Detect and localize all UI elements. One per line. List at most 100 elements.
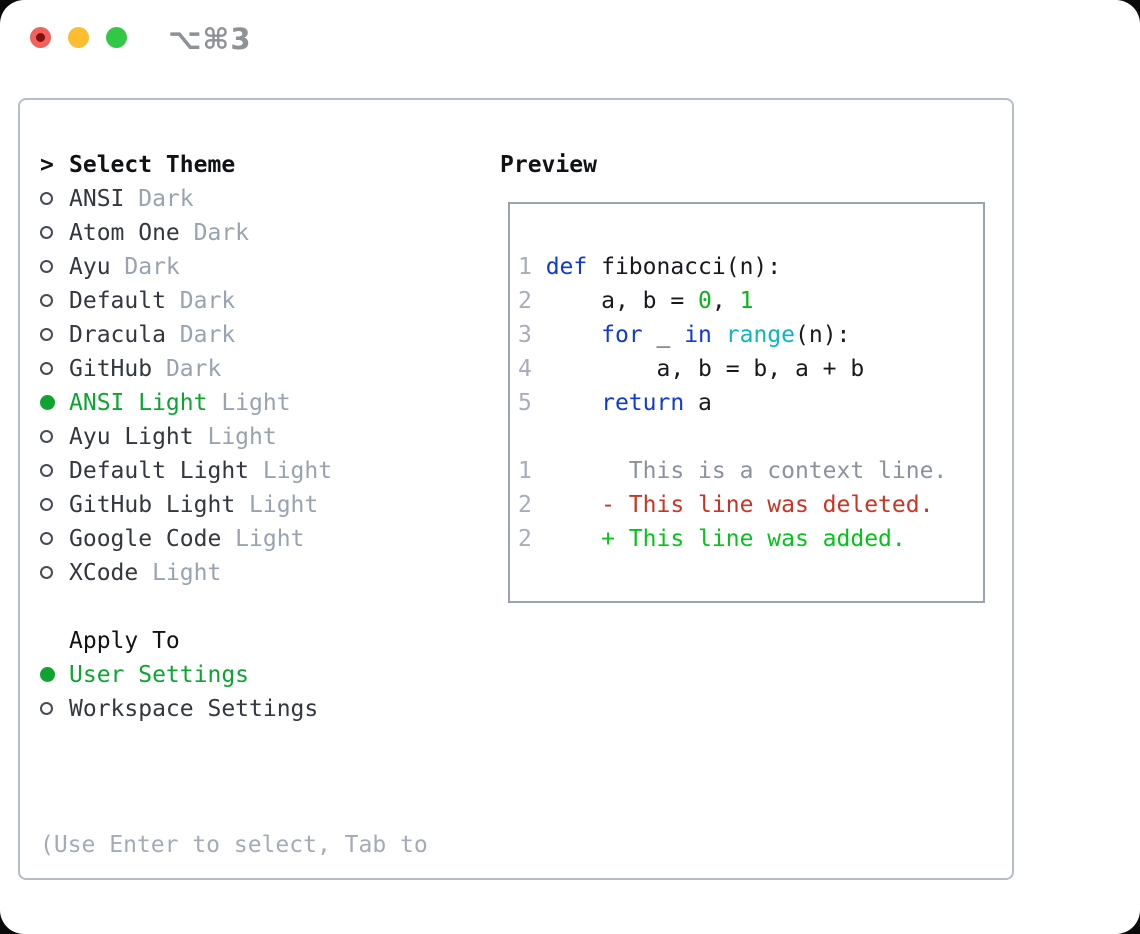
option-variant-tag: Light [193,424,277,450]
apply-to-option[interactable]: User Settings [40,658,490,692]
radio-unselected-icon [40,226,53,239]
theme-option[interactable]: ANSI Dark [40,182,490,216]
line-number: 1 [518,458,532,484]
code-segment: in [684,322,712,348]
code-segment: 1 [739,288,754,314]
line-number [518,420,532,454]
theme-option[interactable]: Ayu Light Light [40,420,490,454]
code-line: 5 return a [518,386,983,420]
line-number: 4 [518,356,532,382]
option-label: ANSI [69,186,125,212]
code-segment [546,390,601,416]
theme-option[interactable]: XCode Light [40,556,490,590]
option-variant-tag: Dark [179,220,250,246]
radio-unselected-icon [40,566,53,579]
radio-unselected-icon [40,362,53,375]
option-label: Ayu Light [69,424,194,450]
code-line: 2 + This line was added. [518,522,983,556]
minimize-button[interactable] [68,27,89,48]
code-segment: a, b = b, a + b [545,356,865,382]
code-line: 2 - This line was deleted. [518,488,983,522]
line-number: 2 [518,526,532,552]
close-button[interactable] [30,27,51,48]
code-line [518,420,983,454]
theme-option[interactable]: Ayu Dark [40,250,490,284]
radio-selected-icon [40,395,55,410]
radio-selected-icon [40,667,55,682]
apply-to-header: Apply To [40,624,490,658]
line-number: 3 [518,322,532,348]
option-variant-tag: Dark [165,288,236,314]
code-segment: + This line was added. [545,526,906,552]
code-segment [546,322,601,348]
apply-to-option[interactable]: Workspace Settings [40,692,490,726]
code-segment: 0 [698,288,712,314]
select-theme-title: Select Theme [69,152,236,178]
code-line: 3 for _ in range(n): [518,318,983,352]
code-line: 1 This is a context line. [518,454,983,488]
option-label: Default Light [69,458,250,484]
theme-option[interactable]: Google Code Light [40,522,490,556]
spacer [40,590,490,624]
option-label: Ayu [69,254,111,280]
code-line: 2 a, b = 0, 1 [518,284,983,318]
code-segment: _ [642,322,685,348]
option-variant-tag: Light [221,526,305,552]
maximize-button[interactable] [106,27,127,48]
theme-option[interactable]: Atom One Dark [40,216,490,250]
line-number: 5 [518,390,532,416]
radio-unselected-icon [40,192,53,205]
option-label: User Settings [69,662,250,688]
code-segment: a, b = [545,288,699,314]
code-line: 1 def fibonacci(n): [518,250,983,284]
option-label: GitHub Light [69,492,236,518]
option-label: Default [69,288,166,314]
code-segment: def [545,254,588,280]
preview-header: Preview [500,148,1000,182]
radio-unselected-icon [40,464,53,477]
window-shortcut-label: ⌥⌘3 [168,22,252,56]
theme-option[interactable]: GitHub Light Light [40,488,490,522]
hint-line-1: (Use Enter to select, Tab to [40,832,428,858]
line-number: 2 [518,492,532,518]
option-variant-tag: Dark [165,322,236,348]
option-variant-tag: Light [249,458,333,484]
apply-to-title: Apply To [69,628,180,654]
selection-caret: > [40,152,54,178]
hint-text: (Use Enter to select, Tab to change focu… [40,760,490,934]
radio-unselected-icon [40,260,53,273]
option-label: ANSI Light [69,390,208,416]
radio-unselected-icon [40,498,53,511]
option-label: Workspace Settings [69,696,319,722]
code-segment: range [725,322,795,348]
code-segment: a [684,390,712,416]
code-segment: , [711,288,740,314]
radio-unselected-icon [40,294,53,307]
theme-option[interactable]: Default Light Light [40,454,490,488]
preview-title: Preview [500,152,597,178]
theme-option[interactable]: Default Dark [40,284,490,318]
code-segment: fibonacci(n): [587,254,782,280]
select-theme-header: > Select Theme [40,148,490,182]
radio-unselected-icon [40,532,53,545]
code-segment: (n): [795,322,851,348]
code-segment: return [601,390,685,416]
theme-option[interactable]: GitHub Dark [40,352,490,386]
code-segment: This is a context line. [545,458,948,484]
option-label: Dracula [69,322,166,348]
option-label: XCode [69,560,139,586]
theme-option[interactable]: ANSI Light Light [40,386,490,420]
radio-unselected-icon [40,702,53,715]
option-variant-tag: Dark [124,186,194,212]
theme-option[interactable]: Dracula Dark [40,318,490,352]
option-label: GitHub [69,356,153,382]
code-segment [712,322,726,348]
option-variant-tag: Light [235,492,319,518]
radio-unselected-icon [40,430,53,443]
